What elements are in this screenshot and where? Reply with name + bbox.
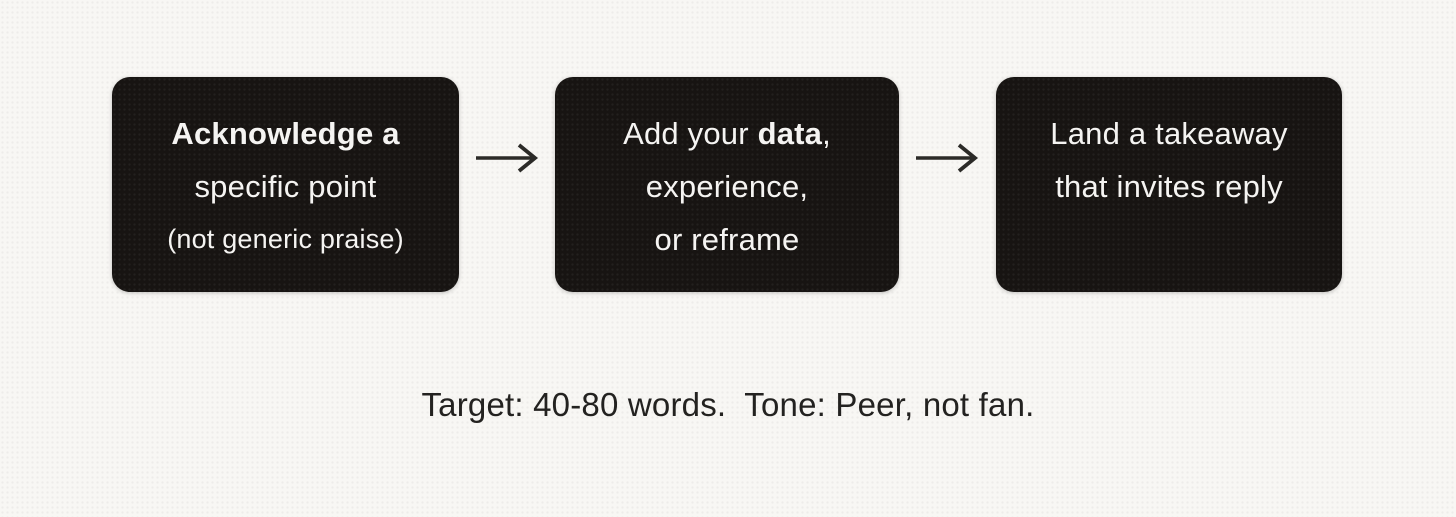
box-line: Acknowledge a [112, 107, 459, 160]
box-text-segment: specific point [194, 169, 377, 204]
box-text-segment: experience, [645, 169, 809, 204]
caption-tone: Tone: Peer, not fan. [744, 386, 1035, 423]
box-line: Add your data, [555, 107, 899, 160]
box-text-segment: or reframe [654, 222, 800, 257]
box-line: that invites reply [996, 160, 1342, 213]
flow-box-acknowledge: Acknowledge a specific point (not generi… [112, 77, 459, 292]
flow-box-add-data: Add your data, experience, or reframe [555, 77, 899, 292]
box-text-segment: Acknowledge a [171, 116, 400, 151]
box-text-segment: Land a takeaway [1050, 116, 1288, 151]
box-text-segment: (not generic praise) [167, 224, 404, 254]
caption-target: Target: 40-80 words. [421, 386, 727, 423]
box-text-segment: , [822, 116, 831, 151]
arrow-right-icon [476, 143, 539, 173]
arrow-right-icon [916, 143, 979, 173]
caption: Target: 40-80 words. Tone: Peer, not fan… [0, 386, 1456, 424]
box-line: specific point [112, 160, 459, 213]
box-line: or reframe [555, 213, 899, 266]
box-line: Land a takeaway [996, 107, 1342, 160]
box-text-segment: that invites reply [1055, 169, 1283, 204]
flow-box-land-takeaway: Land a takeaway that invites reply [996, 77, 1342, 292]
box-text-segment: data [757, 116, 823, 151]
box-line: experience, [555, 160, 899, 213]
box-text-segment: Add your [623, 116, 758, 151]
box-line: (not generic praise) [112, 213, 459, 266]
